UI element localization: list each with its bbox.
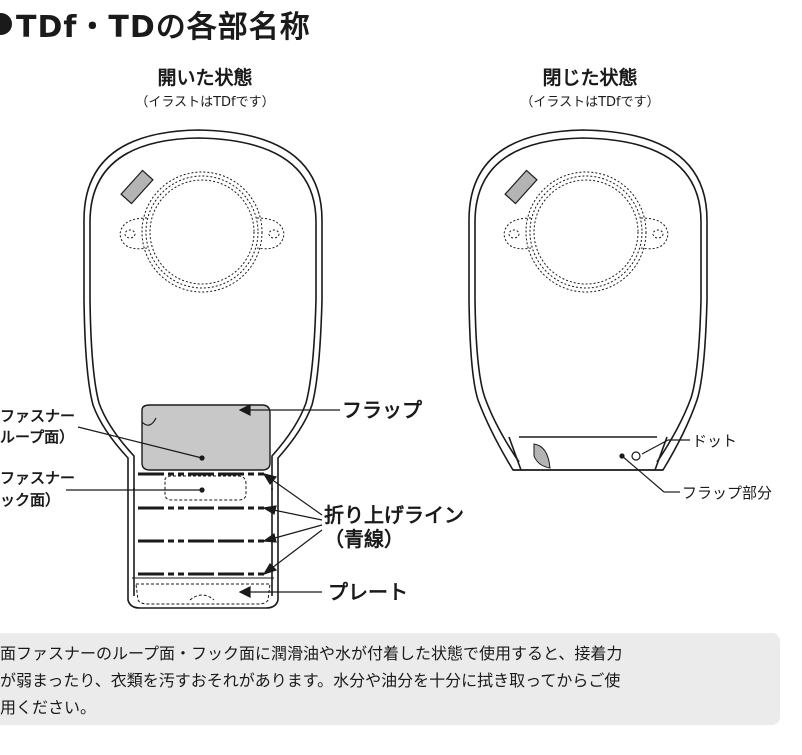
open-face-plate: [119, 171, 285, 293]
dot-marker: [631, 451, 641, 461]
closed-state-subheading: （イラストはTDfです）: [520, 95, 660, 110]
page-title-text: TDf・TDの各部名称: [16, 10, 311, 45]
fold-line-label: 折り上げライン: [324, 503, 464, 527]
closed-flap-curl: [533, 443, 551, 469]
hook-surface: [164, 475, 247, 501]
hook-surface-label-1: ファスナー: [0, 469, 76, 487]
closed-state-heading: 閉じた状態: [542, 67, 638, 89]
open-tab-patch: [120, 169, 154, 205]
fold-line-sublabel: （青線）: [324, 527, 404, 551]
caution-note-line: が弱まったり、衣類を汚すおそれがあります。水分や油分を十分に拭き取ってからご使: [0, 671, 621, 690]
closed-pouch-illustration: [468, 129, 708, 471]
plate-label: プレート: [328, 580, 408, 604]
open-state-heading: 開いた状態: [157, 67, 253, 89]
caution-note-line: 用ください。: [0, 698, 97, 717]
fold-lines: [138, 472, 268, 576]
hook-surface-label-2: ック面）: [0, 491, 61, 509]
closed-pouch-outline: [468, 129, 708, 471]
closed-tab-patch: [504, 169, 538, 205]
open-pouch-illustration: [83, 129, 323, 609]
page-title: TDf・TDの各部名称: [0, 2, 311, 46]
plate-outline: [135, 583, 271, 605]
flap-label: フラップ: [342, 398, 422, 422]
flap-loop-surface: [141, 404, 271, 471]
caution-note-line: 面ファスナーのループ面・フック面に潤滑油や水が付着した状態で使用すると、接着力: [0, 644, 623, 663]
diagram-illustration: [66, 129, 708, 609]
caution-note-box: [0, 633, 780, 725]
bullet-icon: [0, 13, 12, 35]
caution-note-text: 面ファスナーのループ面・フック面に潤滑油や水が付着した状態で使用すると、接着力 …: [0, 640, 752, 721]
closed-leaders: [619, 439, 690, 493]
loop-surface-label-1: ファスナー: [0, 407, 76, 425]
closed-face-plate: [503, 171, 669, 293]
dot-label: ドット: [692, 432, 738, 450]
loop-surface-label-2: ループ面）: [0, 428, 75, 446]
open-leaders: [66, 404, 340, 598]
open-pouch-outline: [83, 129, 323, 487]
flap-part-label: フラップ部分: [682, 484, 773, 502]
open-state-subheading: （イラストはTDfです）: [135, 95, 275, 110]
